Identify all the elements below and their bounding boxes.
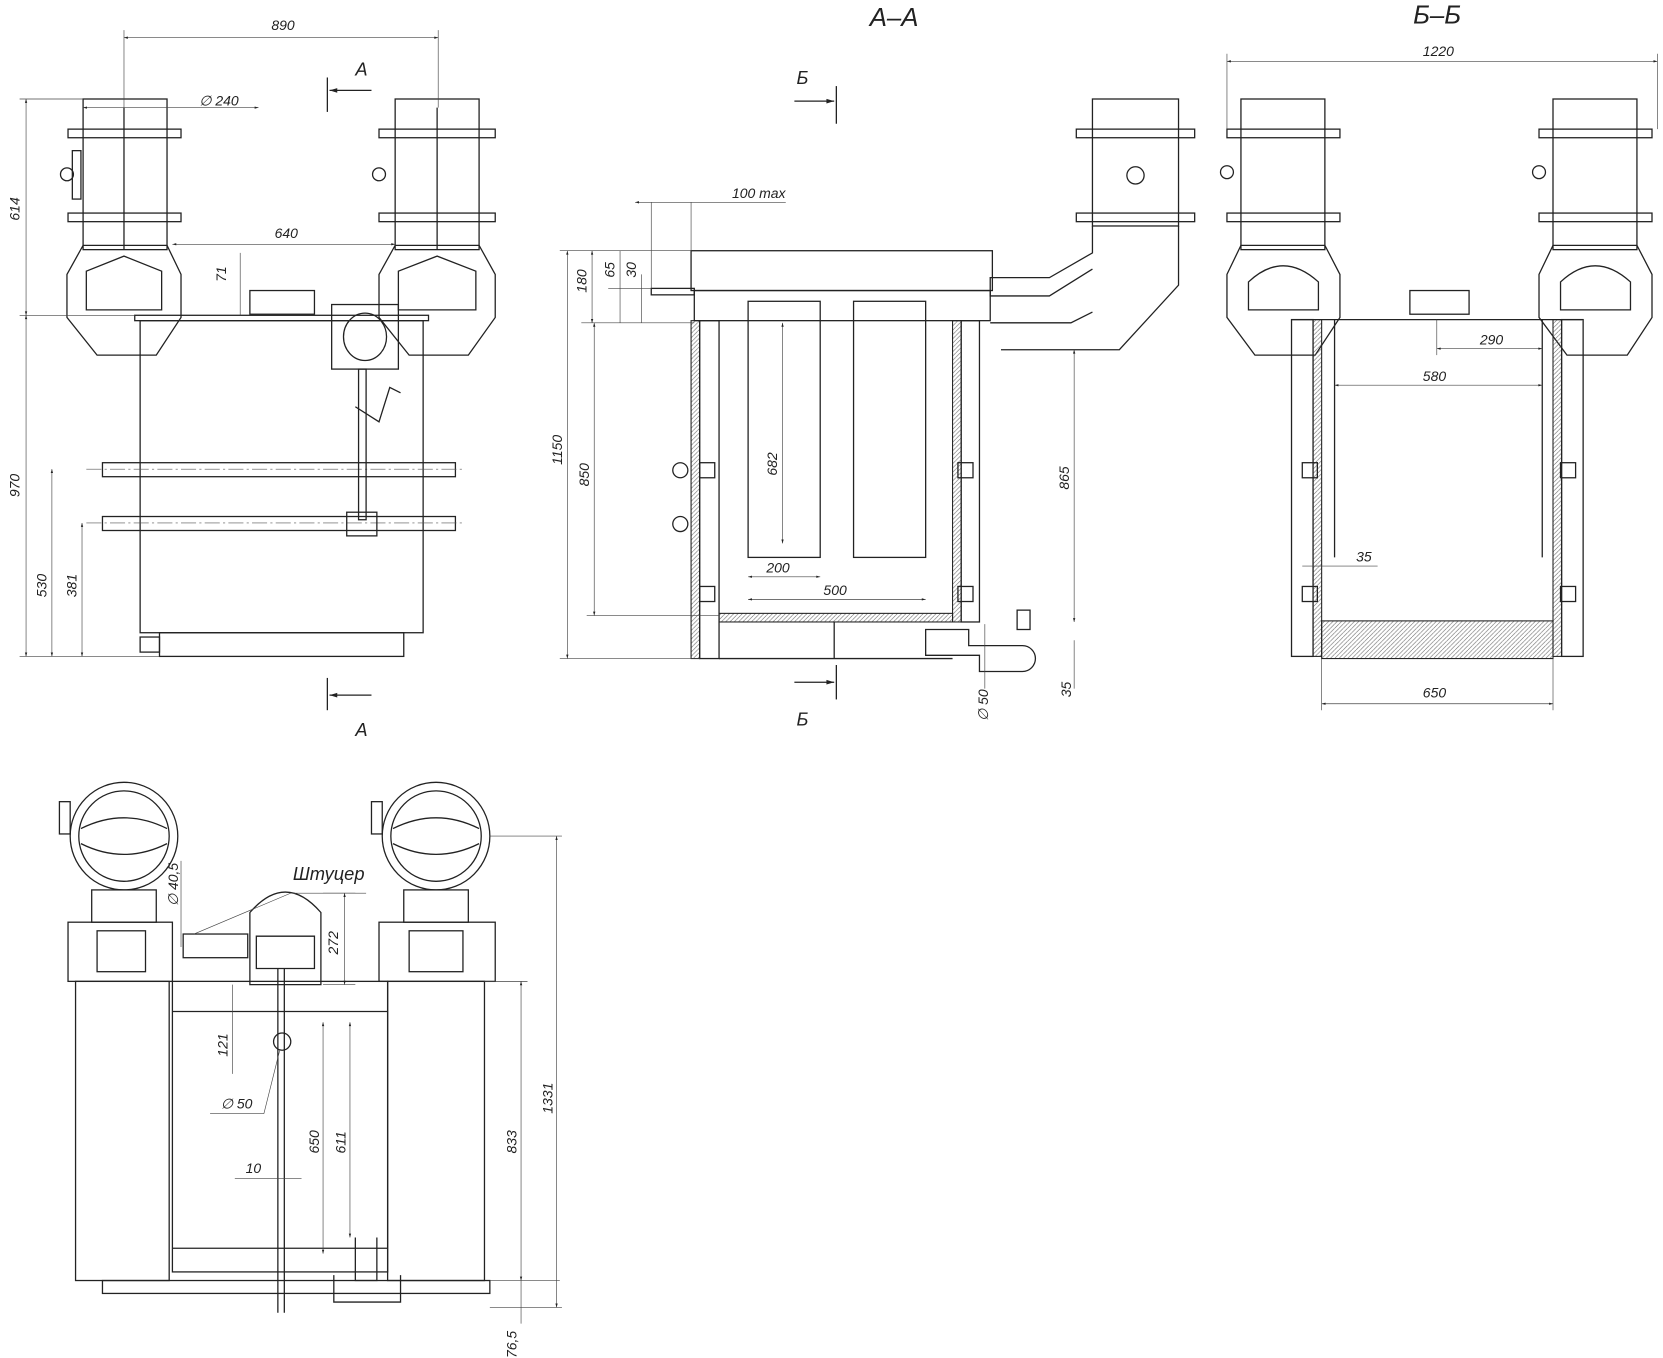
dim-580: 580 xyxy=(1423,368,1447,384)
dim-76-5: 76,5 xyxy=(504,1331,520,1358)
dim-650-b: 650 xyxy=(1423,684,1447,700)
baffle-left xyxy=(747,300,821,559)
right-duct-b xyxy=(1531,98,1653,356)
dim-272: 272 xyxy=(325,931,341,956)
section-b-b: Б–Б xyxy=(1219,2,1653,660)
top-fixture xyxy=(249,289,316,315)
right-duct xyxy=(371,98,496,356)
dim-30: 30 xyxy=(623,262,639,278)
dim-650-top: 650 xyxy=(306,1130,322,1154)
dim-50-top: ∅ 50 xyxy=(221,1095,253,1111)
dim-65: 65 xyxy=(602,262,618,278)
dim-240: ∅ 240 xyxy=(199,92,239,108)
dim-10: 10 xyxy=(246,1160,262,1176)
section-b-title: Б–Б xyxy=(1413,2,1461,30)
dim-180: 180 xyxy=(574,269,590,293)
fitting-callout: Штуцер xyxy=(293,863,365,884)
section-mark-a-bottom: А xyxy=(354,719,367,740)
valve-box xyxy=(331,303,400,370)
rail-upper xyxy=(101,462,457,478)
dim-970: 970 xyxy=(7,474,23,498)
dim-121: 121 xyxy=(214,1033,230,1056)
dim-40-5: ∅ 40,5 xyxy=(165,863,181,906)
dim-614: 614 xyxy=(7,197,23,221)
section-mark-a-top: А xyxy=(354,58,367,79)
dim-100max: 100 max xyxy=(732,185,787,201)
dim-865: 865 xyxy=(1056,466,1072,490)
dim-1331: 1331 xyxy=(539,1083,555,1114)
sediment-layer xyxy=(1321,620,1554,660)
front-view xyxy=(59,98,496,658)
section-mark-b-top: Б xyxy=(797,67,809,88)
left-duct xyxy=(59,98,182,356)
dim-35-b: 35 xyxy=(1356,549,1372,565)
dim-890: 890 xyxy=(271,17,295,33)
dim-833: 833 xyxy=(504,1130,520,1154)
dim-381: 381 xyxy=(64,574,80,597)
section-b-dimensions: 1220 290 580 35 650 xyxy=(1226,43,1658,711)
front-view-dimensions: 890 ∅ 240 640 71 614 970 530 381 А А xyxy=(7,17,439,740)
dim-640: 640 xyxy=(275,225,299,241)
dim-530: 530 xyxy=(34,574,50,598)
dim-1220: 1220 xyxy=(1423,43,1454,59)
left-column xyxy=(74,980,170,1282)
baffle-right xyxy=(852,300,927,559)
section-a-title: А–А xyxy=(868,4,919,32)
dim-35-a: 35 xyxy=(1058,682,1074,698)
dim-71: 71 xyxy=(213,266,229,282)
dim-500: 500 xyxy=(823,582,847,598)
dim-200: 200 xyxy=(765,559,790,575)
dim-682: 682 xyxy=(764,452,780,476)
left-duct-b xyxy=(1219,98,1341,356)
section-a-dimensions: 100 max 180 65 30 1150 850 682 200 500 8… xyxy=(549,185,1076,721)
dim-50: ∅ 50 xyxy=(975,689,991,721)
right-column xyxy=(386,980,486,1282)
dim-290: 290 xyxy=(1479,331,1504,347)
top-view-dimensions: Штуцер ∅ 40,5 272 121 ∅ 50 650 611 10 83… xyxy=(165,835,562,1358)
section-mark-b-bottom: Б xyxy=(797,708,809,729)
dim-1150: 1150 xyxy=(549,435,565,465)
dim-611: 611 xyxy=(333,1131,349,1153)
dim-850: 850 xyxy=(576,463,592,487)
section-a-a: А–А Б Б xyxy=(650,4,1196,729)
top-view xyxy=(58,781,496,1313)
rail-lower xyxy=(101,515,457,532)
